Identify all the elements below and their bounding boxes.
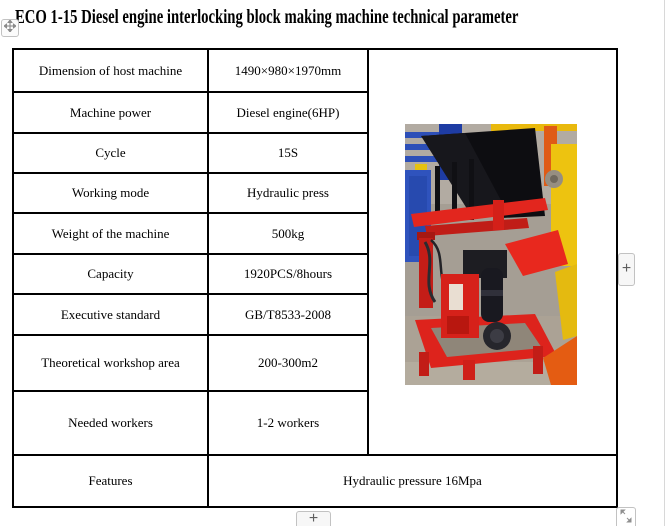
param-value-cell[interactable]: 1-2 workers	[207, 390, 369, 456]
param-value: 200-300m2	[258, 355, 318, 370]
expand-bottom-button[interactable]: +	[296, 511, 331, 526]
param-value: 15S	[277, 145, 299, 160]
table-row: Machine power Diesel engine(6HP)	[12, 91, 617, 134]
plus-icon: +	[308, 510, 319, 526]
table-move-handle[interactable]	[1, 19, 19, 37]
param-value-cell[interactable]: 500kg	[207, 212, 369, 255]
param-label: Weight of the machine	[51, 225, 170, 241]
param-value-cell[interactable]: 1490×980×1970mm	[207, 48, 369, 93]
move-icon	[3, 19, 17, 37]
param-label: Theoretical workshop area	[41, 355, 180, 370]
param-value-cell[interactable]: GB/T8533-2008	[207, 293, 369, 336]
table-row: Cycle 15S	[12, 132, 617, 174]
param-label-cell[interactable]: Features	[12, 454, 209, 508]
table-row: Needed workers 1-2 workers	[12, 390, 617, 456]
param-value-cell[interactable]: Diesel engine(6HP)	[207, 91, 369, 134]
param-value-cell-merged[interactable]: Hydraulic pressure 16Mpa	[207, 454, 618, 508]
table-row: Executive standard GB/T8533-2008	[12, 293, 617, 336]
param-label: Dimension of host machine	[38, 62, 183, 78]
param-value: 500kg	[271, 225, 305, 241]
table-row: Theoretical workshop area 200-300m2	[12, 334, 617, 392]
param-label: Executive standard	[60, 306, 161, 322]
expand-right-button[interactable]: +	[618, 253, 635, 286]
table-row: Dimension of host machine 1490×980×1970m…	[12, 48, 618, 456]
machine-photo[interactable]	[405, 124, 577, 385]
param-value: 1920PCS/8hours	[243, 266, 333, 281]
param-value: Hydraulic press	[247, 185, 329, 200]
param-label-cell[interactable]: Needed workers	[12, 390, 209, 456]
param-value: Hydraulic pressure 16Mpa	[343, 473, 482, 488]
param-label: Cycle	[95, 145, 126, 160]
table-row: Weight of the machine 500kg	[12, 212, 617, 255]
table-row: Capacity 1920PCS/8hours	[12, 253, 617, 295]
param-label-cell[interactable]: Working mode	[12, 172, 209, 214]
param-label: Machine power	[69, 104, 152, 120]
param-value-cell[interactable]: Hydraulic press	[207, 172, 369, 214]
plus-icon: +	[621, 259, 632, 277]
param-label-cell[interactable]: Executive standard	[12, 293, 209, 336]
table-row: Features Hydraulic pressure 16Mpa	[12, 454, 618, 508]
param-value-cell[interactable]: 200-300m2	[207, 334, 369, 392]
param-label: Features	[88, 473, 133, 488]
param-value: 1-2 workers	[256, 415, 320, 430]
param-label-cell[interactable]: Dimension of host machine	[12, 48, 209, 93]
table-row: Working mode Hydraulic press	[12, 172, 617, 214]
param-label: Needed workers	[68, 415, 153, 430]
param-label-cell[interactable]: Capacity	[12, 253, 209, 295]
param-value: GB/T8533-2008	[245, 306, 331, 322]
param-value: 1490×980×1970mm	[234, 62, 342, 78]
page-title: ECO 1-15 Diesel engine interlocking bloc…	[15, 6, 519, 28]
param-label: Capacity	[87, 266, 134, 281]
page-edge-line	[664, 0, 665, 526]
param-label-cell[interactable]: Theoretical workshop area	[12, 334, 209, 392]
param-label-cell[interactable]: Weight of the machine	[12, 212, 209, 255]
resize-diagonal-icon	[620, 509, 632, 526]
param-value-cell[interactable]: 1920PCS/8hours	[207, 253, 369, 295]
table-resize-handle[interactable]	[616, 507, 636, 526]
param-label-cell[interactable]: Machine power	[12, 91, 209, 134]
param-value-cell[interactable]: 15S	[207, 132, 369, 174]
param-label: Working mode	[71, 185, 150, 200]
param-label-cell[interactable]: Cycle	[12, 132, 209, 174]
parameter-table: Dimension of host machine 1490×980×1970m…	[12, 48, 618, 508]
param-value: Diesel engine(6HP)	[236, 104, 340, 120]
